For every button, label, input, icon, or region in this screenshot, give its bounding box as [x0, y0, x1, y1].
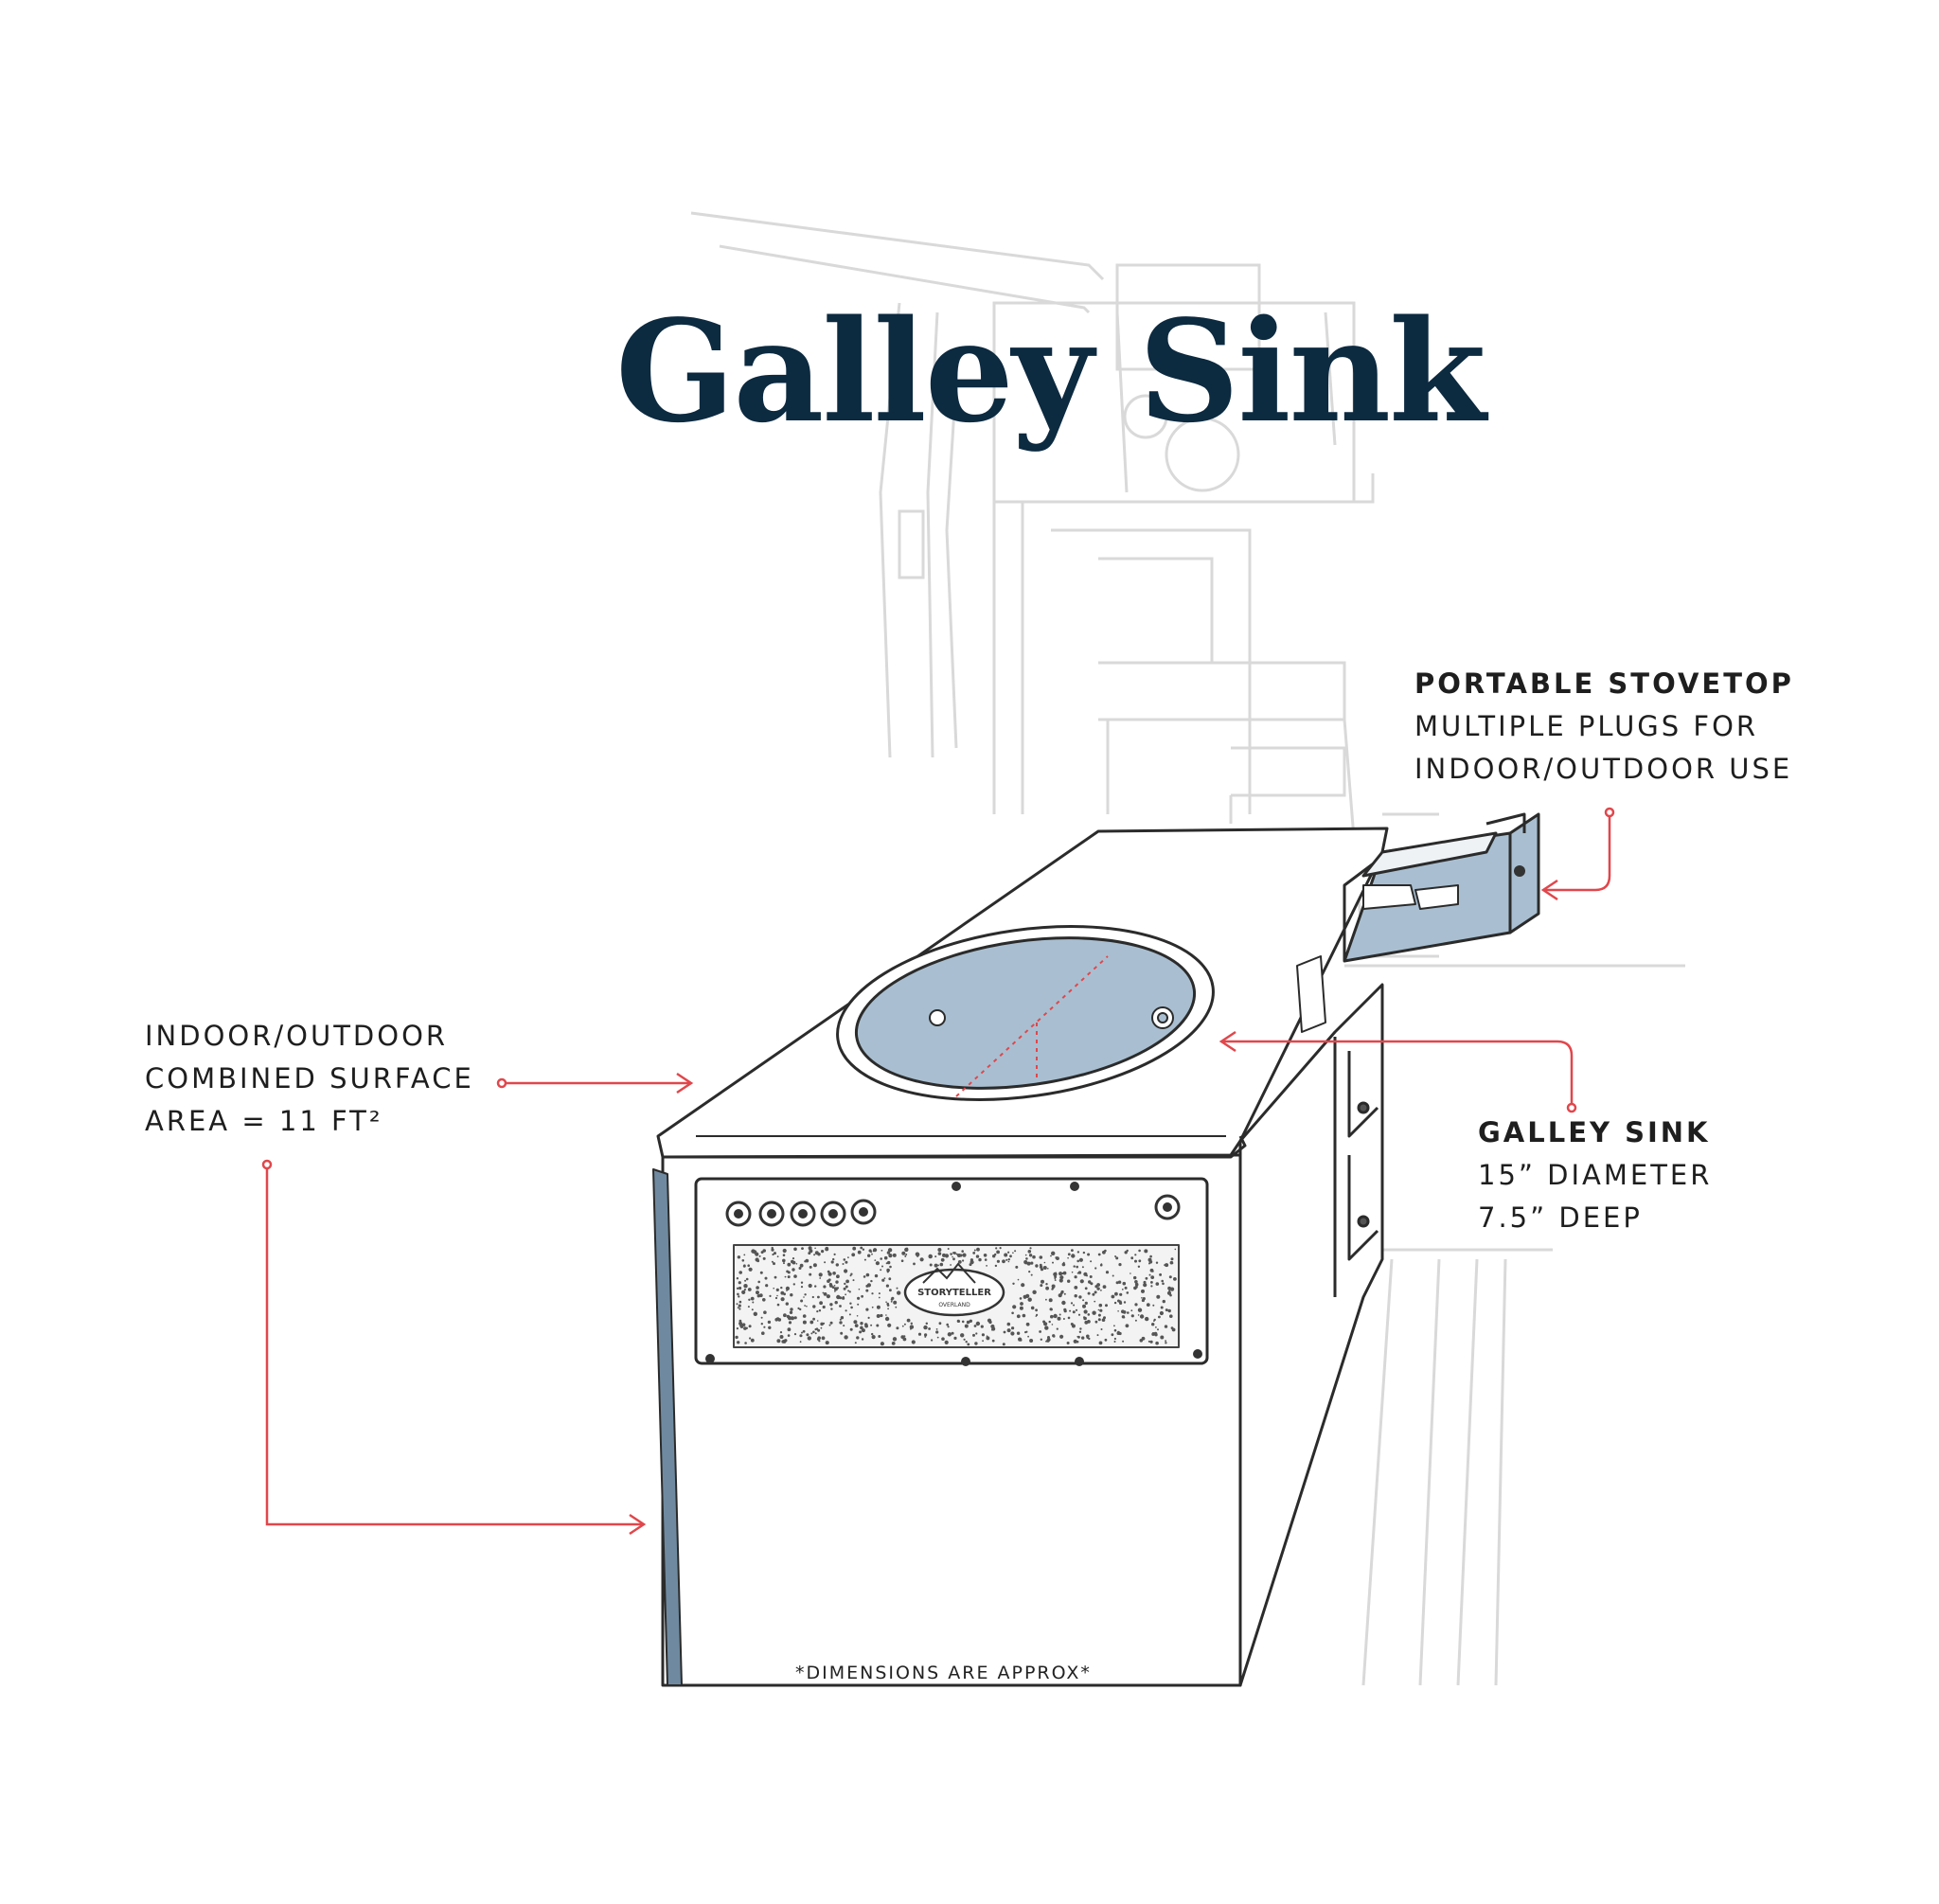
- leader-sink: [1219, 1030, 1577, 1113]
- callout-stovetop-line1: MULTIPLE PLUGS FOR: [1414, 710, 1759, 742]
- logo-text: STORYTELLER: [917, 1288, 991, 1298]
- dimensions-footnote: *DIMENSIONS ARE APPROX*: [795, 1663, 1092, 1683]
- callout-stovetop-heading: PORTABLE STOVETOP: [1414, 667, 1794, 700]
- callout-surface-line2: COMBINED SURFACE: [145, 1062, 474, 1094]
- leader-side-panel: [261, 1159, 647, 1536]
- callout-sink: GALLEY SINK 15” DIAMETER 7.5” DEEP: [1478, 1112, 1712, 1239]
- callout-sink-heading: GALLEY SINK: [1478, 1116, 1711, 1148]
- sink-basin: [854, 936, 1197, 1090]
- stovetop-drawer: [1296, 812, 1540, 1033]
- leader-stovetop: [1540, 807, 1615, 901]
- callout-sink-line1: 15” DIAMETER: [1478, 1159, 1713, 1191]
- page-title: Galley Sink: [615, 289, 1486, 454]
- callout-surface-line1: INDOOR/OUTDOOR: [145, 1020, 449, 1052]
- countertop: [656, 827, 1389, 1159]
- leader-lines: [261, 807, 1615, 1536]
- leader-surface: [496, 1072, 694, 1094]
- storyteller-logo: STORYTELLER OVERLAND: [903, 1262, 1005, 1317]
- callout-stovetop: PORTABLE STOVETOP MULTIPLE PLUGS FOR IND…: [1414, 663, 1794, 791]
- background-van-sketch: [690, 211, 1685, 1686]
- callout-surface-line3: AREA = 11 FT²: [145, 1105, 383, 1137]
- logo-subtext: OVERLAND: [938, 1302, 970, 1308]
- speaker-grille: [735, 1246, 1177, 1346]
- callout-sink-line2: 7.5” DEEP: [1478, 1201, 1643, 1234]
- callout-stovetop-line2: INDOOR/OUTDOOR USE: [1414, 753, 1793, 785]
- callout-surface-area: INDOOR/OUTDOOR COMBINED SURFACE AREA = 1…: [145, 1015, 474, 1143]
